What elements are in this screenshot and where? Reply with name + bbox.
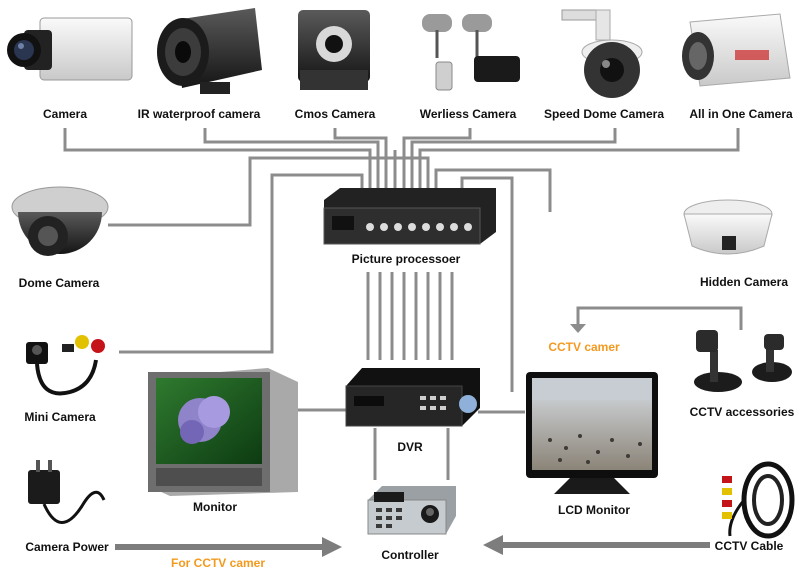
- lcd-monitor-icon: [526, 372, 658, 494]
- label-for-cctv-camer: For CCTV camer: [170, 556, 266, 570]
- label-monitor: Monitor: [193, 500, 237, 514]
- picture-processor-icon: [323, 188, 496, 245]
- label-speed-dome-camera: Speed Dome Camera: [543, 107, 665, 121]
- label-hidden-camera: Hidden Camera: [699, 275, 789, 289]
- label-cctv-accessories: CCTV accessories: [689, 405, 795, 419]
- all-in-one-camera-icon: [682, 13, 791, 87]
- label-all-in-one-camera: All in One Camera: [689, 107, 793, 121]
- connection-lines: [63, 128, 743, 480]
- arrow-cable-to-controller: [483, 535, 710, 555]
- label-mini-camera: Mini Camera: [24, 410, 96, 424]
- label-cmos-camera: Cmos Camera: [294, 107, 376, 121]
- label-picture-processor: Picture processoer: [351, 252, 461, 266]
- label-controller: Controller: [381, 548, 439, 562]
- hidden-camera-icon: [683, 199, 773, 255]
- label-wireless-camera: Werliess Camera: [419, 107, 517, 121]
- label-dome-camera: Dome Camera: [18, 276, 100, 290]
- cctv-accessories-icon: [694, 330, 792, 392]
- cctv-cable-icon: [722, 461, 795, 539]
- wireless-camera-icon: [422, 14, 520, 91]
- camera-icon: [7, 17, 133, 81]
- dome-camera-icon: [11, 186, 109, 256]
- crt-monitor-icon: [148, 368, 298, 496]
- label-camera: Camera: [42, 107, 88, 121]
- power-adapter-icon: [28, 460, 106, 524]
- label-cctv-camer-top: CCTV camer: [548, 340, 620, 354]
- controller-icon: [367, 486, 456, 535]
- dvr-icon: [345, 368, 480, 427]
- label-cctv-cable: CCTV Cable: [714, 539, 784, 553]
- cmos-camera-icon: [298, 10, 370, 90]
- label-dvr: DVR: [397, 440, 423, 454]
- label-camera-power: Camera Power: [25, 540, 109, 554]
- arrow-power-to-controller: [115, 537, 342, 557]
- label-ir-camera: IR waterproof camera: [137, 107, 261, 121]
- label-lcd-monitor: LCD Monitor: [558, 503, 630, 517]
- ir-camera-icon: [157, 8, 262, 94]
- arrow-head-small: [570, 324, 586, 333]
- speed-dome-camera-icon: [561, 9, 643, 98]
- mini-camera-icon: [26, 335, 105, 396]
